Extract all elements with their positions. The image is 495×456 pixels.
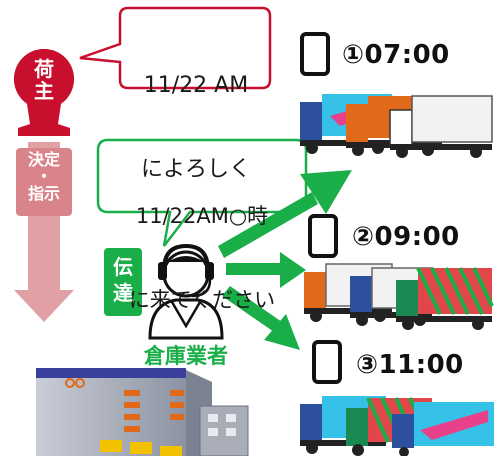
phone-icon-slot-2 [308, 214, 338, 258]
warehouse-bubble-line-1: 11/22AM○時 [135, 204, 269, 228]
dispatch-arrows [218, 170, 352, 350]
truck-group-slot-3 [300, 396, 494, 456]
truck-icon [396, 267, 494, 330]
truck-group-slot-1 [300, 94, 493, 158]
arrow-to-slot-3 [222, 286, 300, 350]
shipper-bubble-text: 11/22 AM によろしく [124, 16, 268, 212]
shipper-label-line-1: 荷 [34, 57, 54, 81]
instruction-label-line-1: 決定 [27, 150, 60, 169]
phone-icon-slot-3 [312, 340, 342, 384]
truck-icon [392, 402, 494, 456]
slot-1-time: ①07:00 [342, 40, 450, 70]
shipper-pin-icon [14, 49, 74, 136]
warehouse-bubble-text: 11/22AM○時 に来てください [102, 146, 302, 342]
relay-label-line-2: 達 [113, 281, 133, 305]
instruction-arrow [14, 142, 74, 322]
truck-group-slot-2 [304, 263, 494, 330]
warehouse-bubble-line-2: に来てください [128, 288, 276, 312]
instruction-label-line-3: 指示 [27, 184, 60, 203]
phone-icon-slot-1 [300, 32, 330, 76]
shipper-speech-bubble [79, 6, 272, 90]
relay-label-line-1: 伝 [113, 255, 133, 279]
relay-badge [104, 248, 142, 316]
shipper-label: 荷 主 [28, 58, 60, 102]
truck-icon [389, 95, 493, 158]
warehouse-building-icon [36, 368, 249, 456]
operator-headset-icon [148, 243, 224, 340]
slot-3-time: ③11:00 [356, 350, 464, 380]
arrow-to-slot-2 [226, 252, 306, 288]
instruction-label-line-2: ・ [35, 167, 52, 186]
instruction-label: 決定 ・ 指示 [16, 150, 72, 204]
arrow-to-slot-1 [218, 170, 352, 258]
shipper-label-line-2: 主 [34, 79, 54, 103]
slot-2-time: ②09:00 [352, 222, 460, 252]
relay-label: 伝 達 [104, 254, 142, 306]
shipper-bubble-line-2: によろしく [140, 157, 251, 182]
shipper-bubble-line-1: 11/22 AM [143, 73, 249, 98]
operator-label: 倉庫業者 [144, 344, 228, 368]
